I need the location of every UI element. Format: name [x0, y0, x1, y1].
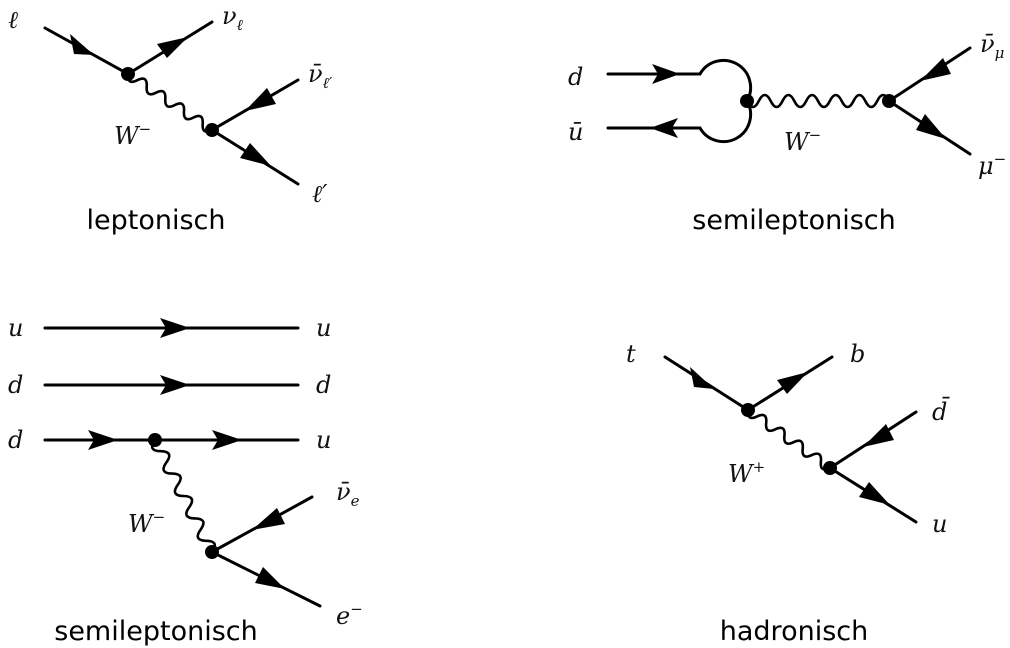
label-w-boson-charge: −	[153, 508, 166, 526]
label-w-boson: W−	[114, 120, 151, 150]
caption-leptonic: leptonisch	[87, 205, 226, 236]
vertex-1	[740, 94, 754, 108]
label-w-boson-charge: −	[139, 120, 152, 138]
label-w-boson: W−	[784, 126, 821, 156]
label-neutrino-sub: ℓ	[237, 16, 243, 34]
label-anti-neutrino-sub: e	[351, 492, 360, 510]
lepton-out-arrow	[240, 143, 271, 166]
diagram-semileptonic-meson: d ū ν̄μ μ− W− semileptonisch	[568, 30, 1006, 236]
label-out-d: d	[316, 371, 331, 399]
label-anti-neutrino: ν̄ℓ′	[308, 60, 333, 92]
label-anti-neutrino: ν̄μ	[980, 30, 1004, 62]
label-muon: μ−	[978, 150, 1006, 180]
spectator-u-arrow	[160, 318, 190, 338]
label-quark-d: d	[568, 63, 583, 91]
label-w-boson: W+	[728, 458, 765, 488]
label-in-d1: d	[8, 371, 23, 399]
label-out-u1: u	[316, 314, 331, 342]
label-electron: e−	[336, 600, 363, 630]
label-in-d2: d	[8, 426, 23, 454]
w-boson-propagator	[150, 439, 217, 553]
quark-d-arrow	[652, 64, 680, 84]
diagram-leptonic: ℓ νℓ ν̄ℓ′ ℓ′ W− leptonisch	[8, 2, 333, 236]
label-w-boson-charge: +	[753, 458, 766, 476]
label-in-u: u	[8, 314, 23, 342]
anti-neutrino-in-arrow	[920, 58, 951, 81]
label-lepton-out: ℓ′	[312, 180, 328, 208]
label-anti-neutrino-sub: ℓ′	[323, 74, 333, 92]
label-out-u2: u	[316, 426, 331, 454]
caption-hadronic: hadronisch	[720, 616, 868, 647]
label-bottom-quark: b	[850, 340, 865, 368]
anti-neutrino-in-arrow	[245, 88, 276, 111]
label-muon-main: μ	[978, 152, 994, 180]
lepton-in-arrow	[70, 34, 94, 55]
antiquark-line-u	[606, 99, 753, 144]
label-w-boson-main: W	[128, 510, 155, 538]
label-w-boson-main: W	[728, 460, 755, 488]
caption-semileptonic-baryon: semileptonisch	[54, 616, 257, 647]
diagram-hadronic: t b d̄ u W+ hadronisch	[626, 340, 950, 647]
w-boson-propagator	[126, 73, 213, 133]
antiquark-u-arrow	[650, 118, 678, 138]
label-w-boson-main: W	[784, 128, 811, 156]
label-anti-down-quark: d̄	[932, 397, 950, 426]
vertex-1	[121, 67, 135, 81]
w-boson-propagator	[745, 93, 891, 109]
vertex-2	[882, 94, 896, 108]
spectator-d-arrow	[160, 375, 190, 395]
bottom-quark-out-arrow	[777, 372, 808, 394]
label-anti-neutrino-main: ν̄	[308, 60, 323, 88]
vertex-2	[205, 545, 219, 559]
up-quark-out-arrow	[859, 482, 890, 505]
anti-neutrino-in-arrow	[252, 508, 285, 530]
vertex-1	[741, 403, 755, 417]
w-boson-propagator	[746, 409, 831, 471]
label-muon-charge: −	[994, 150, 1007, 168]
label-antiquark-u: ū	[568, 118, 583, 146]
active-u-arrow	[212, 430, 242, 450]
label-lepton-in: ℓ	[8, 6, 18, 34]
label-w-boson: W−	[128, 508, 165, 538]
active-d-arrow	[88, 430, 118, 450]
anti-down-in-arrow	[863, 424, 894, 447]
label-neutrino: νℓ	[222, 2, 243, 34]
diagram-semileptonic-baryon: u d d u d u ν̄e e− W− semileptonisch	[8, 314, 363, 647]
label-w-boson-main: W	[114, 122, 141, 150]
label-anti-neutrino-sub: μ	[995, 44, 1005, 62]
muon-out-arrow	[916, 114, 946, 139]
label-up-quark: u	[932, 510, 947, 538]
caption-semileptonic-meson: semileptonisch	[692, 205, 895, 236]
vertex-1	[148, 433, 162, 447]
label-electron-main: e	[336, 602, 350, 630]
label-w-boson-charge: −	[809, 126, 822, 144]
neutrino-out-arrow	[157, 37, 188, 58]
quark-line-d	[606, 58, 753, 103]
label-anti-neutrino-main: ν̄	[980, 30, 995, 58]
top-quark-in-arrow	[690, 367, 714, 389]
label-neutrino-main: ν	[222, 2, 237, 30]
label-anti-neutrino: ν̄e	[336, 478, 360, 510]
vertex-2	[205, 123, 219, 137]
label-top-quark: t	[626, 340, 636, 368]
label-electron-charge: −	[350, 600, 363, 618]
electron-out-arrow	[255, 567, 285, 589]
label-anti-neutrino-main: ν̄	[336, 478, 351, 506]
vertex-2	[823, 461, 837, 475]
